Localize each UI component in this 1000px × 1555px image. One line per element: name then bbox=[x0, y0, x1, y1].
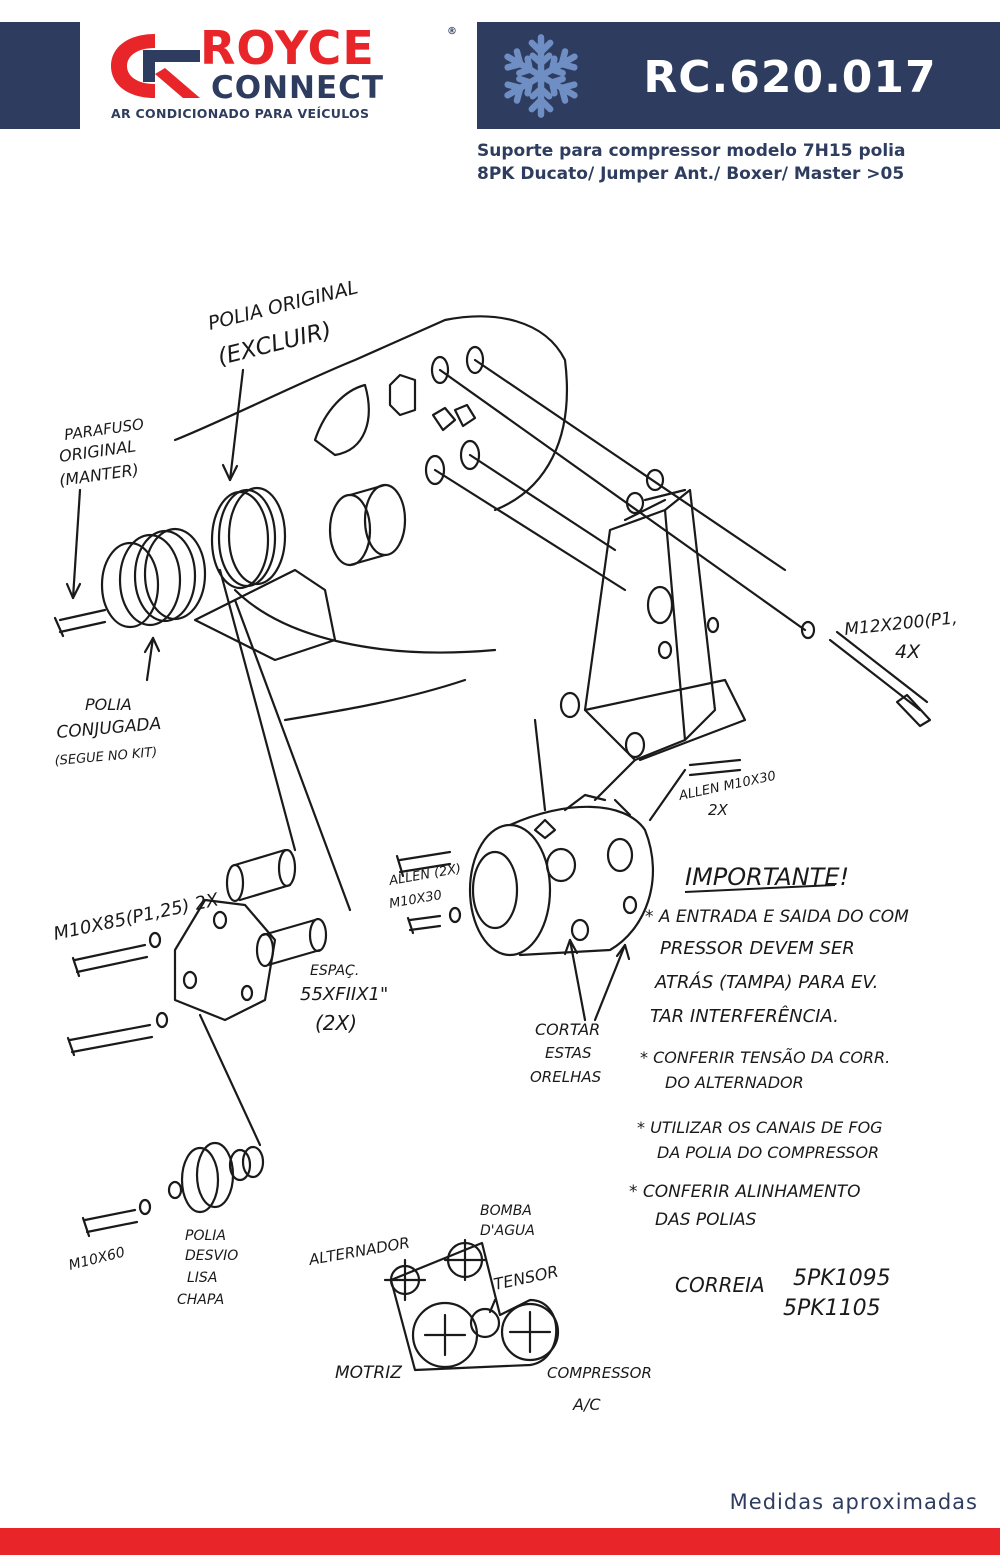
description-line: 8PK Ducato/ Jumper Ant./ Boxer/ Master >… bbox=[477, 164, 905, 184]
note-line: PRESSOR DEVEM SER bbox=[660, 938, 855, 959]
label-tensor: TENSOR bbox=[492, 1262, 560, 1294]
registered-mark: ® bbox=[447, 26, 458, 37]
label-motriz: MOTRIZ bbox=[335, 1363, 402, 1383]
label-segue-no-kit: (SEGUE NO KIT) bbox=[54, 745, 158, 769]
label-lisa: LISA bbox=[187, 1270, 217, 1286]
label-m10x60: M10X60 bbox=[67, 1244, 127, 1273]
label-orelhas: ORELHAS bbox=[530, 1068, 602, 1086]
label-m12-qty: 4X bbox=[895, 641, 921, 663]
label-correia-5pk1105: 5PK1105 bbox=[783, 1296, 881, 1321]
label-espac: ESPAÇ. bbox=[310, 963, 359, 979]
label-m12: M12X200(P1, bbox=[843, 608, 958, 640]
footer-note: Medidas aproximadas bbox=[729, 1490, 978, 1514]
label-bomba: BOMBA bbox=[480, 1203, 532, 1219]
label-compressor: COMPRESSOR bbox=[547, 1364, 652, 1382]
label-allen-2x: ALLEN (2X) bbox=[387, 862, 462, 890]
label-correia-5pk1095: 5PK1095 bbox=[793, 1266, 891, 1291]
label-allen-qty: 2X bbox=[708, 801, 729, 819]
label-polia: POLIA bbox=[85, 695, 132, 714]
footer-bar bbox=[0, 1528, 1000, 1555]
label-correia: CORREIA bbox=[675, 1273, 765, 1297]
label-chapa: CHAPA bbox=[177, 1292, 224, 1308]
label-dagua: D'AGUA bbox=[480, 1223, 535, 1239]
note-line: DO ALTERNADOR bbox=[665, 1073, 804, 1092]
brand-tagline: AR CONDICIONADO PARA VEÍCULOS bbox=[111, 106, 370, 121]
product-code: RC.620.017 bbox=[643, 52, 937, 103]
assembly-sketch: POLIA ORIGINAL (EXCLUIR) PARAFUSO ORIGIN… bbox=[52, 276, 959, 1414]
label-estas: ESTAS bbox=[545, 1044, 592, 1062]
description-line: Suporte para compressor modelo 7H15 poli… bbox=[477, 141, 906, 161]
note-line: * A ENTRADA E SAIDA DO COM bbox=[645, 907, 909, 927]
note-line: * CONFERIR TENSÃO DA CORR. bbox=[640, 1048, 890, 1067]
brand-logo: ROYCE ® CONNECT AR CONDICIONADO PARA VEÍ… bbox=[105, 24, 460, 128]
note-line: DAS POLIAS bbox=[655, 1210, 757, 1230]
label-ac: A/C bbox=[572, 1395, 601, 1414]
note-line: TAR INTERFERÊNCIA. bbox=[650, 1005, 839, 1027]
label-desvio: DESVIO bbox=[185, 1248, 238, 1264]
note-line: ATRÁS (TAMPA) PARA EV. bbox=[654, 971, 878, 993]
brand-sub: CONNECT bbox=[211, 70, 385, 106]
label-espac-size: 55XFIIX1" bbox=[300, 984, 388, 1005]
label-conjugada: CONJUGADA bbox=[56, 714, 162, 743]
label-m10x30: M10X30 bbox=[388, 888, 443, 912]
label-cortar: CORTAR bbox=[535, 1020, 600, 1039]
note-line: DA POLIA DO COMPRESSOR bbox=[657, 1143, 879, 1162]
notes-title: IMPORTANTE! bbox=[685, 863, 849, 891]
sketch-lines bbox=[53, 315, 932, 1372]
product-description: Suporte para compressor modelo 7H15 poli… bbox=[477, 140, 992, 186]
important-notes: IMPORTANTE! * A ENTRADA E SAIDA DO COM P… bbox=[629, 863, 909, 1230]
brand-name: ROYCE bbox=[200, 21, 375, 75]
brand-emblem-icon bbox=[111, 34, 200, 98]
snowflake-icon bbox=[495, 34, 587, 122]
sketch-labels: POLIA ORIGINAL (EXCLUIR) PARAFUSO ORIGIN… bbox=[52, 276, 959, 1414]
label-polia-original: POLIA ORIGINAL bbox=[206, 276, 360, 334]
note-line: * CONFERIR ALINHAMENTO bbox=[629, 1182, 861, 1202]
label-espac-qty: (2X) bbox=[315, 1011, 357, 1035]
header-left-block bbox=[0, 22, 80, 129]
label-polia-desvio: POLIA bbox=[185, 1228, 226, 1244]
label-alternador: ALTERNADOR bbox=[307, 1234, 411, 1270]
note-line: * UTILIZAR OS CANAIS DE FOG bbox=[637, 1118, 883, 1137]
